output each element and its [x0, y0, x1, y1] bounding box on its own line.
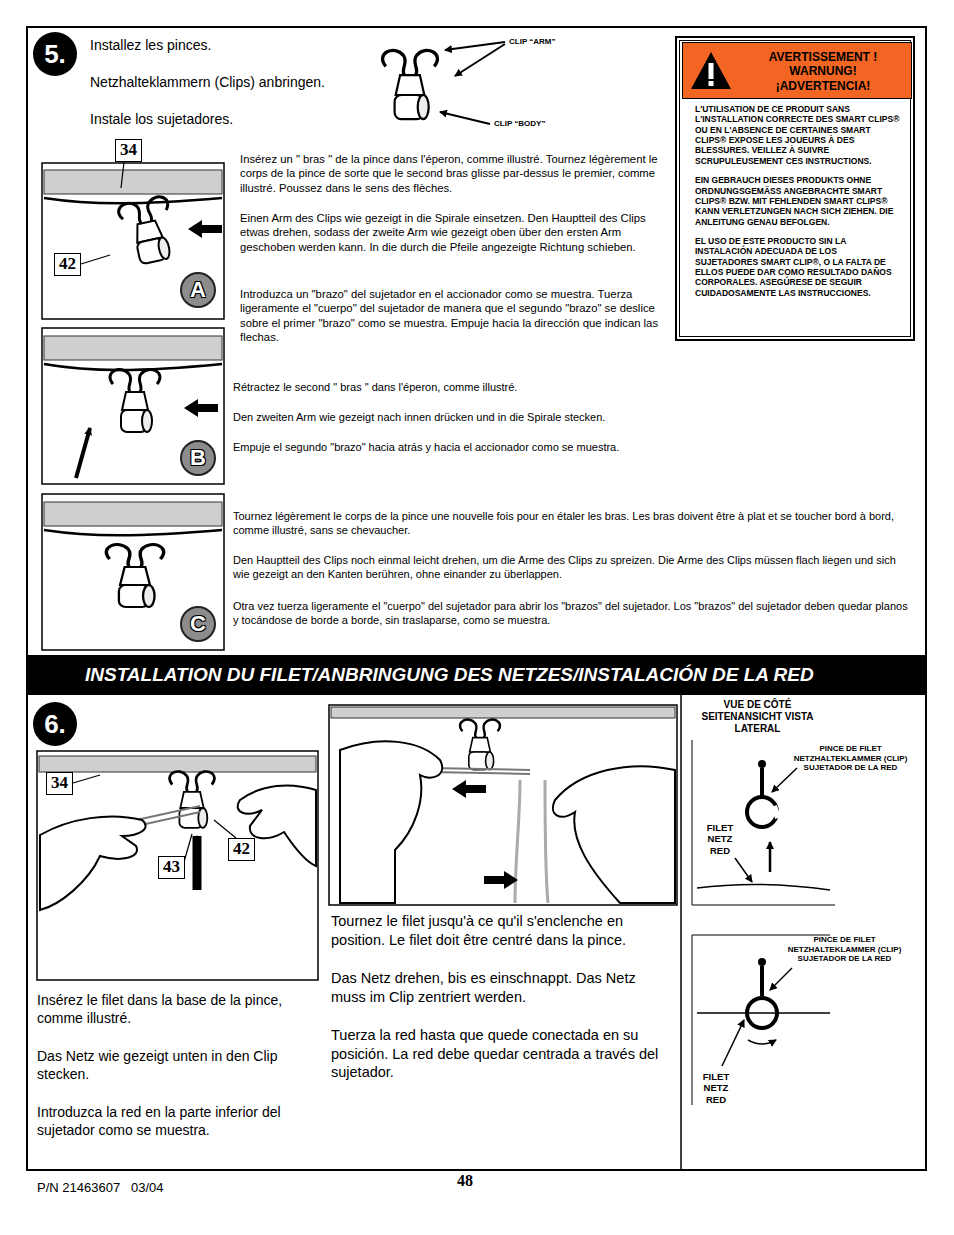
warning-text: L'UTILISATION DE CE PRODUIT SANS L'INSTA… [695, 104, 901, 166]
panel-badge: B [180, 440, 216, 476]
instruction-text: Instale los sujetadores. [90, 111, 410, 129]
instruction-text: Einen Arm des Clips wie gezeigt in die S… [240, 211, 670, 254]
warning-triangle [689, 49, 733, 93]
node-text: 34 [47, 773, 72, 793]
callout-number: 43 [158, 856, 185, 879]
callout-number: 42 [228, 838, 255, 861]
warning-text: EL USO DE ESTE PRODUCTO SIN LA INSTALACI… [695, 236, 901, 298]
node-text: 6. [33, 702, 77, 746]
warning-box: L'UTILISATION DE CE PRODUIT SANS L'INSTA… [675, 36, 915, 341]
node-text: AVERTISSEMENT ! WARNUNG! ¡ADVERTENCIA! [745, 50, 901, 93]
callout-number: 34 [46, 772, 73, 795]
node-text: 34 [116, 140, 141, 160]
instruction-text: Das Netz wie gezeigt unten in den Clip s… [37, 1048, 317, 1084]
callout-number: 34 [115, 139, 142, 162]
page-number: 48 [440, 1171, 490, 1191]
instruction-text: Tournez le filet jusqu'à ce qu'il s'encl… [331, 912, 673, 949]
node-text: 5. [33, 32, 77, 76]
instruction-text: Installez les pinces. [90, 37, 410, 55]
instruction-text: Tournez légèrement le corps de la pince … [233, 509, 913, 537]
callout-number: 42 [54, 253, 81, 276]
part-label: CLIP “ARM” [509, 37, 589, 47]
warning-text: EIN GEBRAUCH DIESES PRODUKTS OHNE ORDNUN… [695, 175, 901, 227]
view-label: PINCE DE FILET NETZHALTEKLAMMER (CLIP) S… [772, 935, 917, 964]
view-label: VUE DE CÔTÉ SEITENANSICHT VISTA LATERAL [700, 699, 815, 735]
warning-icon [689, 49, 733, 96]
node-text: A [182, 274, 214, 306]
instruction-text: Das Netz drehen, bis es einschnappt. Das… [331, 969, 673, 1006]
panel-badge: A [180, 272, 216, 308]
instruction-text: Rétractez le second " bras " dans l'éper… [233, 380, 833, 394]
part-label: CLIP “BODY” [494, 119, 574, 129]
instruction-text: Insérez un " bras " de la pince dans l'é… [240, 152, 670, 195]
node-text: 42 [229, 839, 254, 859]
node-text: B [182, 442, 214, 474]
instruction-text: Insérez le filet dans la base de la pinc… [37, 992, 317, 1028]
view-label: PINCE DE FILET NETZHALTEKLAMMER (CLIP) S… [778, 744, 923, 773]
step-number: 6. [33, 702, 77, 746]
instruction-text: Den zweiten Arm wie gezeigt nach innen d… [233, 410, 833, 424]
instruction-text: Tuerza la red hasta que quede conectada … [331, 1026, 673, 1082]
instruction-text: Empuje el segundo "brazo" hacia atrás y … [233, 440, 833, 454]
step-number: 5. [33, 32, 77, 76]
panel-badge: C [180, 606, 216, 642]
section-band: INSTALLATION DU FILET/ANBRINGUNG DES NET… [27, 655, 926, 695]
instruction-text: Introduzca la red en la parte inferior d… [37, 1104, 317, 1140]
instruction-text: Otra vez tuerza ligeramente el "cuerpo" … [233, 599, 913, 627]
node-text: 43 [159, 857, 184, 877]
instruction-text: Introduzca un "brazo" del sujetador en e… [240, 287, 670, 345]
view-label: FILET NETZ RED [696, 1071, 736, 1105]
part-number: P/N 21463607 03/04 [37, 1180, 287, 1197]
instruction-text: Netzhalteklammern (Clips) anbringen. [90, 74, 410, 92]
section-title: INSTALLATION DU FILET/ANBRINGUNG DES NET… [85, 655, 926, 695]
node-text: C [182, 608, 214, 640]
view-label: FILET NETZ RED [700, 822, 740, 856]
node-text: 42 [55, 254, 80, 274]
warning-header: AVERTISSEMENT ! WARNUNG! ¡ADVERTENCIA! [682, 42, 912, 99]
instruction-text: Den Hauptteil des Clips noch einmal leic… [233, 553, 913, 581]
